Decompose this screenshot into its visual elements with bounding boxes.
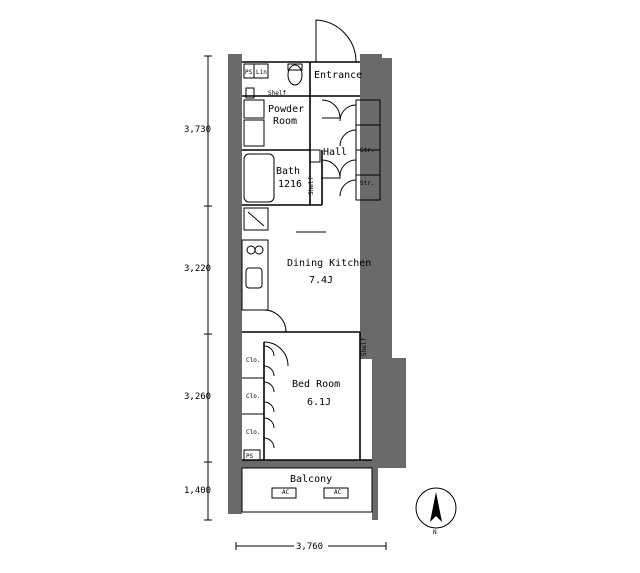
storage-label-2: Str.: [360, 180, 374, 187]
ac-unit-2: [323, 487, 349, 499]
stove-burner-2: [254, 245, 264, 255]
balcony-label: Balcony: [290, 474, 332, 485]
kitchen-sink: [245, 267, 263, 289]
toilet-fixture: [287, 64, 303, 86]
dimension-3220: 3,220: [184, 264, 211, 274]
storage-door-4[interactable]: [339, 179, 357, 197]
balcony-right-wall: [372, 468, 378, 520]
storage-door-1[interactable]: [339, 104, 357, 122]
washer-fixture: [243, 119, 265, 147]
bed-shelf-label: Shelf: [361, 338, 368, 356]
powder-room-label-1: Powder: [268, 104, 304, 115]
bed-room-label: Bed Room: [292, 379, 340, 390]
closet-door-1[interactable]: [263, 345, 275, 377]
ac-label-2: AC: [334, 489, 342, 496]
closet-label-3: Clo.: [246, 429, 260, 436]
kitchen-counter: [241, 239, 269, 311]
bed-room-size: 6.1J: [307, 397, 331, 408]
dimension-3730: 3,730: [184, 125, 211, 135]
shelf-label-top: Shelf: [268, 90, 286, 97]
dimension-1400: 1,400: [184, 486, 211, 496]
dining-kitchen-size: 7.4J: [309, 275, 333, 286]
ac-label-1: AC: [282, 489, 290, 496]
hdim-label-bg: [294, 539, 328, 551]
powder-room-label-2: Room: [273, 116, 297, 127]
toilet-tank: [287, 63, 303, 71]
compass-label: N: [433, 529, 437, 536]
lin-label: Lin: [256, 69, 267, 76]
right-outer-wall-lower: [372, 358, 406, 468]
ps-box-bottom: [243, 449, 261, 461]
storage-door-3[interactable]: [339, 159, 357, 177]
dimension-3260: 3,260: [184, 392, 211, 402]
hall-label: Hall: [323, 147, 347, 158]
compass-icon: [415, 487, 457, 529]
closet-door-3[interactable]: [263, 417, 275, 449]
storage-door-2[interactable]: [339, 129, 357, 147]
dining-kitchen-label: Dining Kitchen: [287, 258, 371, 269]
washbasin-top: [245, 87, 255, 99]
bath-door-box: [309, 149, 321, 163]
closet-label-2: Clo.: [246, 393, 260, 400]
entrance-door[interactable]: [315, 19, 357, 63]
ps-label-top: PS: [245, 69, 253, 76]
fridge-cross-1: [247, 211, 265, 227]
closet-label-1: Clo.: [246, 357, 260, 364]
bath-label-2: 1216: [278, 179, 302, 190]
bed-door[interactable]: [263, 341, 289, 367]
bath-label-1: Bath: [276, 166, 300, 177]
ac-unit-1: [271, 487, 297, 499]
bathtub: [243, 153, 275, 203]
left-outer-wall: [228, 54, 242, 514]
dimension-3760: 3,760: [296, 542, 323, 552]
ps-label-bottom: PS: [246, 453, 254, 460]
shelf-label-right: Shelf: [308, 177, 315, 195]
entrance-label: Entrance: [314, 70, 362, 81]
hall-door-2[interactable]: [321, 159, 341, 179]
right-outer-wall-upper: [360, 54, 382, 359]
balcony-wall: [228, 460, 378, 468]
lin-box: [253, 63, 269, 79]
closet-door-2[interactable]: [263, 381, 275, 413]
dk-door[interactable]: [263, 309, 287, 333]
storage-label-1: Str.: [360, 147, 374, 154]
balcony-outline: [241, 467, 373, 513]
interior-area: [242, 62, 360, 460]
sink-fixture: [243, 99, 265, 119]
fridge-fixture: [243, 207, 269, 231]
right-outer-wall-strip: [382, 58, 392, 358]
